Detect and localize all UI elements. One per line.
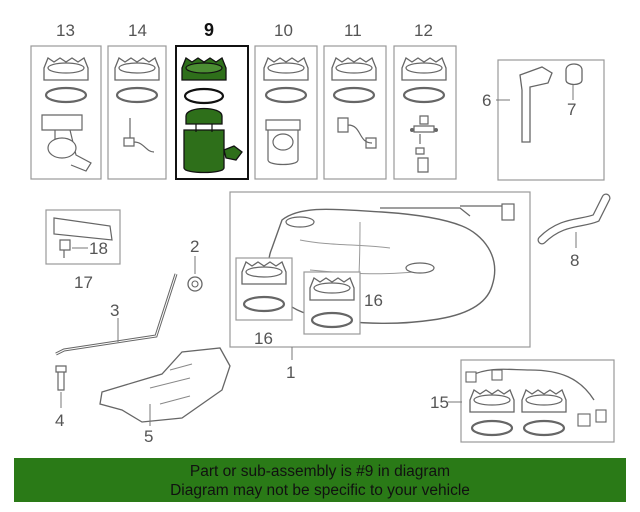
- part-box-11[interactable]: [323, 45, 387, 180]
- part-box-13[interactable]: [30, 45, 102, 180]
- callout-11: 11: [344, 21, 362, 40]
- callout-2: 2: [190, 237, 199, 256]
- fuel-pump-ring-9: [181, 57, 227, 81]
- part-info-banner: Part or sub-assembly is #9 in diagram Di…: [14, 458, 626, 502]
- part-box-14[interactable]: [107, 45, 167, 180]
- part-box-16-right[interactable]: [303, 271, 361, 335]
- part-box-9[interactable]: [175, 45, 249, 180]
- callout-14: 14: [128, 21, 147, 40]
- banner-line-1: Part or sub-assembly is #9 in diagram: [189, 463, 451, 480]
- banner-line-2: Diagram may not be specific to your vehi…: [170, 482, 470, 499]
- part-box-12[interactable]: [393, 45, 457, 180]
- callout-9: 9: [204, 20, 214, 40]
- callout-7: 7: [567, 100, 576, 119]
- part-8-hose[interactable]: [537, 193, 611, 248]
- part-box-16-left[interactable]: [235, 257, 293, 321]
- callout-18: 18: [89, 239, 108, 258]
- part-box-10[interactable]: [254, 45, 318, 180]
- fuel-pump-module-9: [183, 107, 243, 174]
- callout-16-left: 16: [254, 329, 273, 348]
- callout-8: 8: [570, 251, 579, 270]
- part-4-bolt[interactable]: [55, 365, 67, 408]
- callout-4: 4: [55, 411, 64, 430]
- callout-3: 3: [110, 301, 119, 320]
- part-3-strap[interactable]: [55, 273, 178, 356]
- callout-15: 15: [430, 393, 449, 412]
- callout-13: 13: [56, 21, 75, 40]
- part-box-1-fuel-tank[interactable]: [229, 191, 531, 360]
- callout-5: 5: [144, 427, 153, 446]
- callout-1: 1: [286, 363, 295, 382]
- callout-6: 6: [482, 91, 491, 110]
- part-5-shield[interactable]: [99, 347, 231, 426]
- part-box-17[interactable]: [45, 209, 121, 265]
- oring-9: [183, 87, 225, 105]
- callout-12: 12: [414, 21, 433, 40]
- callout-17: 17: [74, 273, 93, 292]
- part-2-grommet[interactable]: [187, 256, 203, 292]
- part-box-6-7[interactable]: [496, 59, 605, 181]
- callout-16-right: 16: [364, 291, 383, 310]
- part-box-15[interactable]: [460, 359, 615, 443]
- callout-10: 10: [274, 21, 293, 40]
